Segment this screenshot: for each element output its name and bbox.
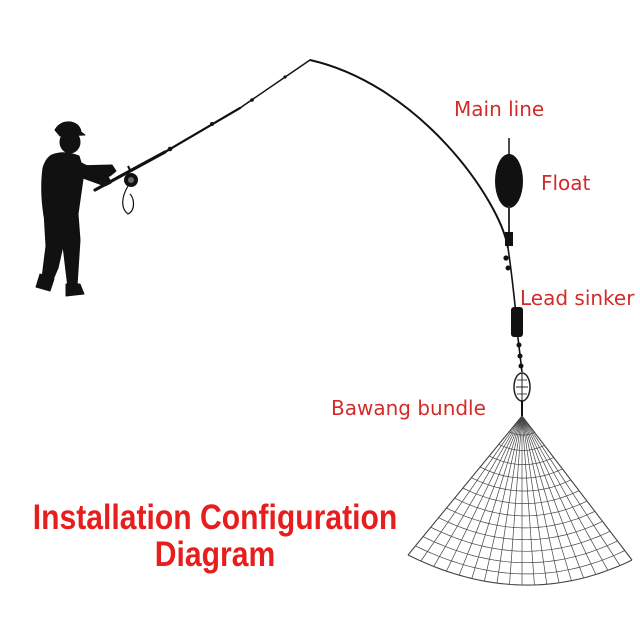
label-lead-sinker: Lead sinker [520, 286, 635, 310]
main-line [309, 59, 509, 249]
bawang-bundle-icon [513, 372, 531, 416]
net-radial-line [458, 415, 523, 576]
net-radial-line [433, 415, 523, 567]
net-radial-line [521, 415, 560, 583]
net-radial-line [521, 415, 621, 566]
label-bawang-bundle: Bawang bundle [331, 396, 486, 420]
net-ring-line [422, 536, 618, 564]
label-float: Float [541, 171, 591, 195]
net-radial-line [521, 415, 584, 579]
net-radial-line [521, 415, 548, 585]
net-radial-line [509, 415, 523, 585]
net-radial-line [521, 415, 597, 575]
net-ring-line [471, 477, 571, 492]
net-ring-line [438, 517, 603, 541]
net-radial-line [446, 415, 523, 572]
fisherman-silhouette [35, 121, 117, 297]
reel-icon [122, 165, 138, 215]
net-radial-line [521, 415, 633, 561]
diagram-title-line-2: Diagram [154, 535, 276, 574]
lead-sinker-icon [505, 265, 524, 369]
net-ring-line [446, 507, 595, 529]
net-radial-line [496, 415, 523, 584]
net-ring-line [407, 554, 633, 586]
fishing-rod [93, 59, 311, 192]
diagram-title-line-1: Installation Configuration [32, 498, 398, 537]
float-icon [495, 138, 523, 261]
net-fan [407, 415, 633, 586]
net-radial-line [407, 415, 523, 556]
net-radial-line [521, 415, 609, 571]
net-radial-line [420, 415, 523, 562]
net-ring-line [489, 455, 554, 465]
net-radial-line [521, 415, 535, 585]
net-radial-line [484, 415, 523, 582]
net-ring-line [430, 526, 611, 552]
net-radial-line [471, 415, 523, 579]
net-ring-line [508, 431, 535, 436]
net-ring-line [462, 487, 580, 504]
net-radial-line [521, 415, 572, 581]
net-ring-line [454, 497, 588, 517]
net-ring-line [479, 466, 563, 479]
net-ring-line [498, 443, 545, 451]
label-main-line: Main line [454, 97, 545, 121]
net-ring-line [415, 545, 625, 575]
